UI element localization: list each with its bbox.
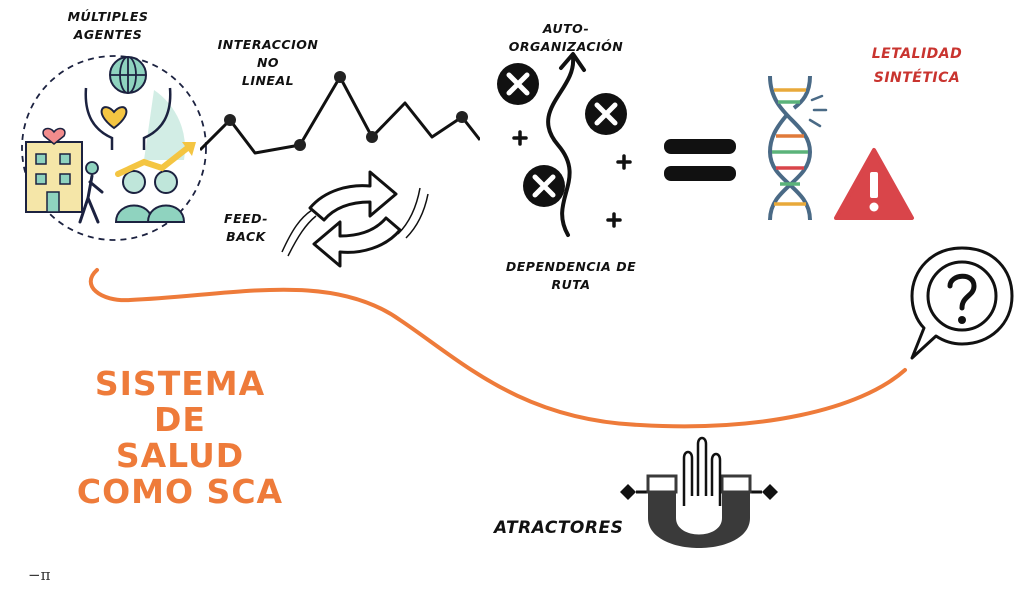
main-title: SISTEMA DE SALUD COMO SCA — [76, 364, 284, 511]
feedback-arrows-icon — [281, 170, 429, 268]
synthetic-lethality-label: LETALIDAD SINTÉTICA — [871, 46, 963, 86]
nonlinear-interaction-label: INTERACCION NO LINEAL — [217, 37, 319, 88]
equals-icon — [664, 139, 736, 181]
self-organization-icon — [497, 52, 632, 237]
attractors-label: ATRACTORES — [494, 518, 624, 538]
question-bubble-icon — [910, 246, 1014, 360]
footer-symbol: −π — [28, 566, 51, 584]
health-agents-icon — [21, 55, 207, 241]
multiple-agents-label: MÚLTIPLES AGENTES — [67, 9, 149, 42]
warning-icon — [834, 148, 914, 220]
feedback-label: FEED-BACK — [224, 211, 268, 244]
nonlinear-graph-icon — [200, 71, 480, 155]
self-organization-label: AUTO-ORGANIZACIÓN — [508, 21, 624, 54]
magnet-icon — [620, 436, 778, 548]
dna-icon — [767, 75, 828, 221]
path-dependence-label: DEPENDENCIA DE RUTA — [505, 259, 637, 292]
